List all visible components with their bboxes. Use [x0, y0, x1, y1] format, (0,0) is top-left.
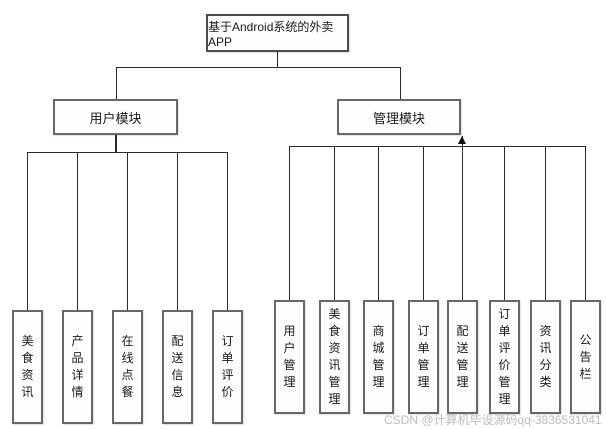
connector-root-stem [277, 52, 278, 67]
connector-leaf-drop [585, 146, 586, 300]
leaf-label: 订单评价管理 [498, 307, 511, 406]
leaf-label: 公告栏 [579, 332, 592, 381]
leaf-node-news-category: 资讯分类 [530, 300, 561, 414]
leaf-node-delivery-info: 配送信息 [162, 310, 193, 424]
leaf-label: 美食资讯 [21, 334, 34, 399]
connector-user-module-drop [116, 67, 117, 99]
connector-leaf-drop [77, 152, 78, 310]
connector-leaf-drop [334, 146, 335, 300]
connector-leaf-drop [545, 146, 546, 300]
csdn-watermark: CSDN @计算机毕设源码qq-3836531041 [384, 413, 602, 427]
connector-leaf-drop [462, 146, 463, 300]
leaf-node-mall-mgmt: 商城管理 [363, 300, 394, 414]
leaf-node-bulletin-board: 公告栏 [570, 300, 601, 414]
leaf-label: 美食资讯管理 [328, 307, 341, 406]
root-title-label: 基于Android系统的外卖APP [208, 19, 334, 49]
leaf-label: 商城管理 [372, 324, 385, 389]
connector-leaf-drop [127, 152, 128, 310]
leaf-label: 用户管理 [283, 324, 296, 389]
leaf-node-product-details: 产品详情 [62, 310, 93, 424]
leaf-node-user-mgmt: 用户管理 [274, 300, 305, 414]
node-root-title: 基于Android系统的外卖APP [206, 14, 349, 52]
leaf-node-delivery-mgmt: 配送管理 [447, 300, 478, 414]
connector-leaf-drop [177, 152, 178, 310]
connector-leaf-drop [27, 152, 28, 310]
node-admin-module: 管理模块 [337, 99, 461, 135]
leaf-label: 在线点餐 [121, 334, 134, 399]
connector-leaf-drop [289, 146, 290, 300]
leaf-node-food-news-mgmt: 美食资讯管理 [319, 300, 350, 414]
connector-admin-module-drop [400, 67, 401, 99]
leaf-label: 资讯分类 [539, 324, 552, 389]
connector-leaf-drop [227, 152, 228, 310]
leaf-label: 订单管理 [417, 324, 430, 389]
leaf-label: 配送管理 [456, 324, 469, 389]
leaf-label: 产品详情 [71, 334, 84, 399]
connector-user-module-stub [115, 135, 117, 152]
user-module-label: 用户模块 [89, 110, 142, 126]
admin-module-label: 管理模块 [372, 110, 425, 126]
connector-leaf-drop [504, 146, 505, 300]
leaf-node-order-review-mgmt: 订单评价管理 [489, 300, 520, 414]
leaf-node-food-news: 美食资讯 [12, 310, 43, 424]
leaf-label: 订单评价 [221, 334, 234, 399]
connector-top-bus [116, 67, 401, 68]
arrow-up-icon [458, 136, 466, 144]
node-user-module: 用户模块 [53, 99, 178, 135]
connector-leaf-drop [423, 146, 424, 300]
leaf-node-online-ordering: 在线点餐 [112, 310, 143, 424]
leaf-label: 配送信息 [171, 334, 184, 399]
connector-leaf-drop [378, 146, 379, 300]
leaf-node-order-mgmt: 订单管理 [408, 300, 439, 414]
leaf-node-order-review: 订单评价 [212, 310, 243, 424]
connector-right-bus [289, 146, 586, 147]
